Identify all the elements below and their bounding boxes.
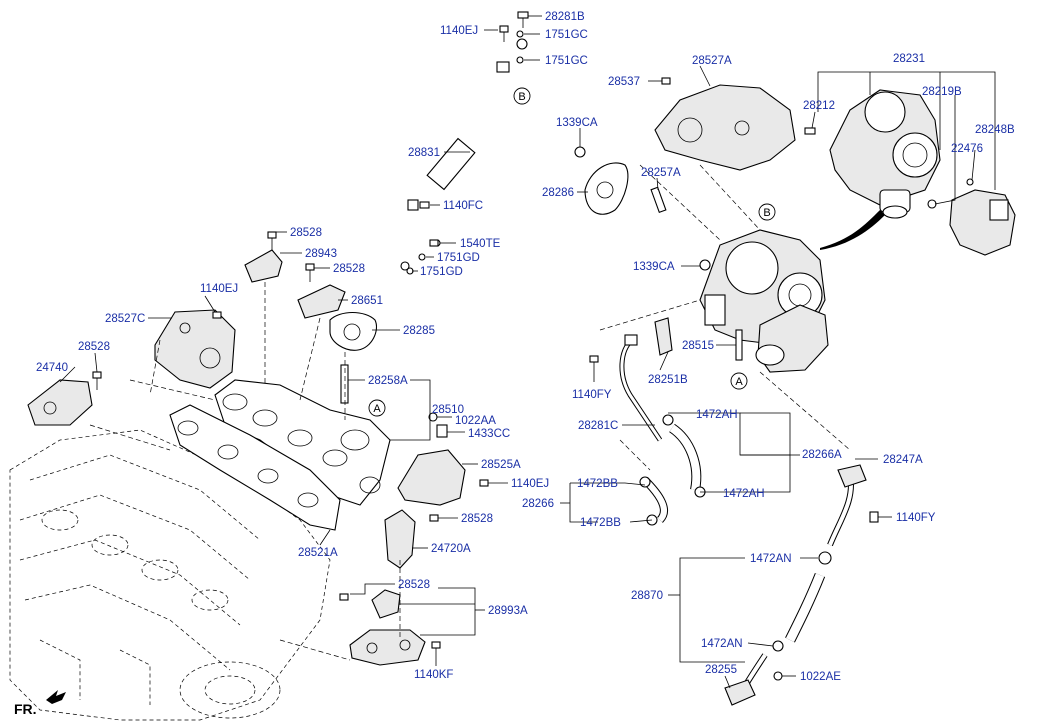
label-28943: 28943 <box>305 248 337 260</box>
label-28219B: 28219B <box>922 86 962 98</box>
label-28266A: 28266A <box>802 449 842 461</box>
turbo-gasket-28286 <box>584 162 629 215</box>
exhaust-manifold-28510 <box>214 379 391 506</box>
label-28251B: 28251B <box>648 374 688 386</box>
label-1751GC-a: 1751GC <box>545 29 588 41</box>
part-labels: 28281B 1140EJ 1751GC 1751GC 28831 1140FC… <box>36 11 1015 683</box>
label-28525A: 28525A <box>481 459 521 471</box>
bracket-28651 <box>297 284 346 319</box>
svg-text:B: B <box>518 91 525 103</box>
oil-return-pipe-28281C <box>589 317 673 442</box>
coolant-hose-28870 <box>772 551 832 652</box>
label-28285: 28285 <box>403 325 435 337</box>
turbocharger-28231-detail <box>829 89 941 219</box>
heat-shield-28943 <box>244 249 283 283</box>
detail-arrow <box>820 210 885 250</box>
callout-A-turbo: A <box>730 372 748 390</box>
label-1140FC: 1140FC <box>443 200 483 212</box>
label-1472BB-b: 1472BB <box>580 517 621 529</box>
label-28528-e: 28528 <box>398 579 430 591</box>
label-28248B: 28248B <box>975 124 1015 136</box>
callout-B-turbo: B <box>758 203 776 221</box>
label-22476: 22476 <box>951 143 983 155</box>
label-1022AA: 1022AA <box>455 415 496 427</box>
label-28528-d: 28528 <box>461 513 493 525</box>
label-28993A: 28993A <box>488 605 528 617</box>
label-1751GC-b: 1751GC <box>545 55 588 67</box>
label-28528-a: 28528 <box>290 227 322 239</box>
label-28527C: 28527C <box>105 313 145 325</box>
pipe-bolts <box>406 11 529 275</box>
gasket-28285 <box>329 311 377 351</box>
label-1140EJ-top: 1140EJ <box>440 25 478 37</box>
heat-shield-28525A <box>397 449 466 506</box>
svg-text:A: A <box>373 403 381 415</box>
label-1751GD-a: 1751GD <box>437 252 480 264</box>
label-28651: 28651 <box>351 295 383 307</box>
studs-and-nuts-left <box>92 231 489 660</box>
label-28831: 28831 <box>408 147 440 159</box>
engine-block <box>9 429 331 721</box>
bracket-24740 <box>27 379 93 426</box>
label-1022AE: 1022AE <box>800 671 841 683</box>
turbocharger-assembled <box>699 229 829 373</box>
bracket-28993A <box>349 589 426 666</box>
label-28266: 28266 <box>522 498 554 510</box>
label-1140FY-b: 1140FY <box>896 512 936 524</box>
label-1140EJ-mid: 1140EJ <box>511 478 549 490</box>
svg-text:A: A <box>735 376 743 388</box>
callout-B-top: B <box>513 87 531 105</box>
bracket-24720A <box>384 509 416 569</box>
oil-feed-pipe <box>388 38 528 271</box>
heat-shield-28527C <box>154 309 236 389</box>
label-28510: 28510 <box>432 404 464 416</box>
actuator-28248B <box>927 178 1016 256</box>
label-1140FY-a: 1140FY <box>572 389 612 401</box>
turbo-studs-right <box>574 77 816 361</box>
label-28528-b: 28528 <box>333 263 365 275</box>
label-1140EJ-left: 1140EJ <box>200 283 238 295</box>
label-28521A: 28521A <box>298 547 338 559</box>
label-1433CC: 1433CC <box>468 428 510 440</box>
label-28537: 28537 <box>608 76 640 88</box>
label-28247A: 28247A <box>883 454 923 466</box>
label-28515: 28515 <box>682 340 714 352</box>
label-1751GD-b: 1751GD <box>420 266 463 278</box>
label-1140KF: 1140KF <box>414 669 453 681</box>
label-1472AH-a: 1472AH <box>696 409 738 421</box>
manifold-gasket-28521A <box>169 404 341 531</box>
coolant-hose-28266 <box>639 414 706 526</box>
label-28281C: 28281C <box>578 420 618 432</box>
leader-lines <box>59 15 996 689</box>
label-1339CA-a: 1339CA <box>556 117 598 129</box>
front-label: FR. <box>14 701 37 717</box>
callout-A-manifold: A <box>368 399 386 417</box>
label-28258A: 28258A <box>368 375 408 387</box>
front-direction-marker: FR. <box>14 690 66 717</box>
label-24740: 24740 <box>36 362 68 374</box>
label-1339CA-b: 1339CA <box>633 261 675 273</box>
label-28528-c: 28528 <box>78 341 110 353</box>
coolant-pipe-28247A <box>827 464 879 547</box>
label-28257A: 28257A <box>641 167 681 179</box>
label-1472AN-a: 1472AN <box>750 553 792 565</box>
label-28281B: 28281B <box>545 11 585 23</box>
label-24720A: 24720A <box>431 543 471 555</box>
label-28527A: 28527A <box>692 55 732 67</box>
label-28255: 28255 <box>705 664 737 676</box>
label-28212: 28212 <box>803 100 835 112</box>
turbo-heat-shield-28527A <box>654 84 796 171</box>
label-1540TE: 1540TE <box>460 238 501 250</box>
front-arrow-icon <box>46 690 66 704</box>
coolant-pipe-28255 <box>724 653 783 706</box>
label-28870: 28870 <box>631 590 663 602</box>
label-1472AH-b: 1472AH <box>723 488 765 500</box>
svg-text:B: B <box>763 207 770 219</box>
label-28231: 28231 <box>893 53 925 65</box>
label-1472AN-b: 1472AN <box>701 638 743 650</box>
label-28286: 28286 <box>542 187 574 199</box>
label-1472BB-a: 1472BB <box>577 478 618 490</box>
assembly-dashed-lines <box>89 164 851 661</box>
